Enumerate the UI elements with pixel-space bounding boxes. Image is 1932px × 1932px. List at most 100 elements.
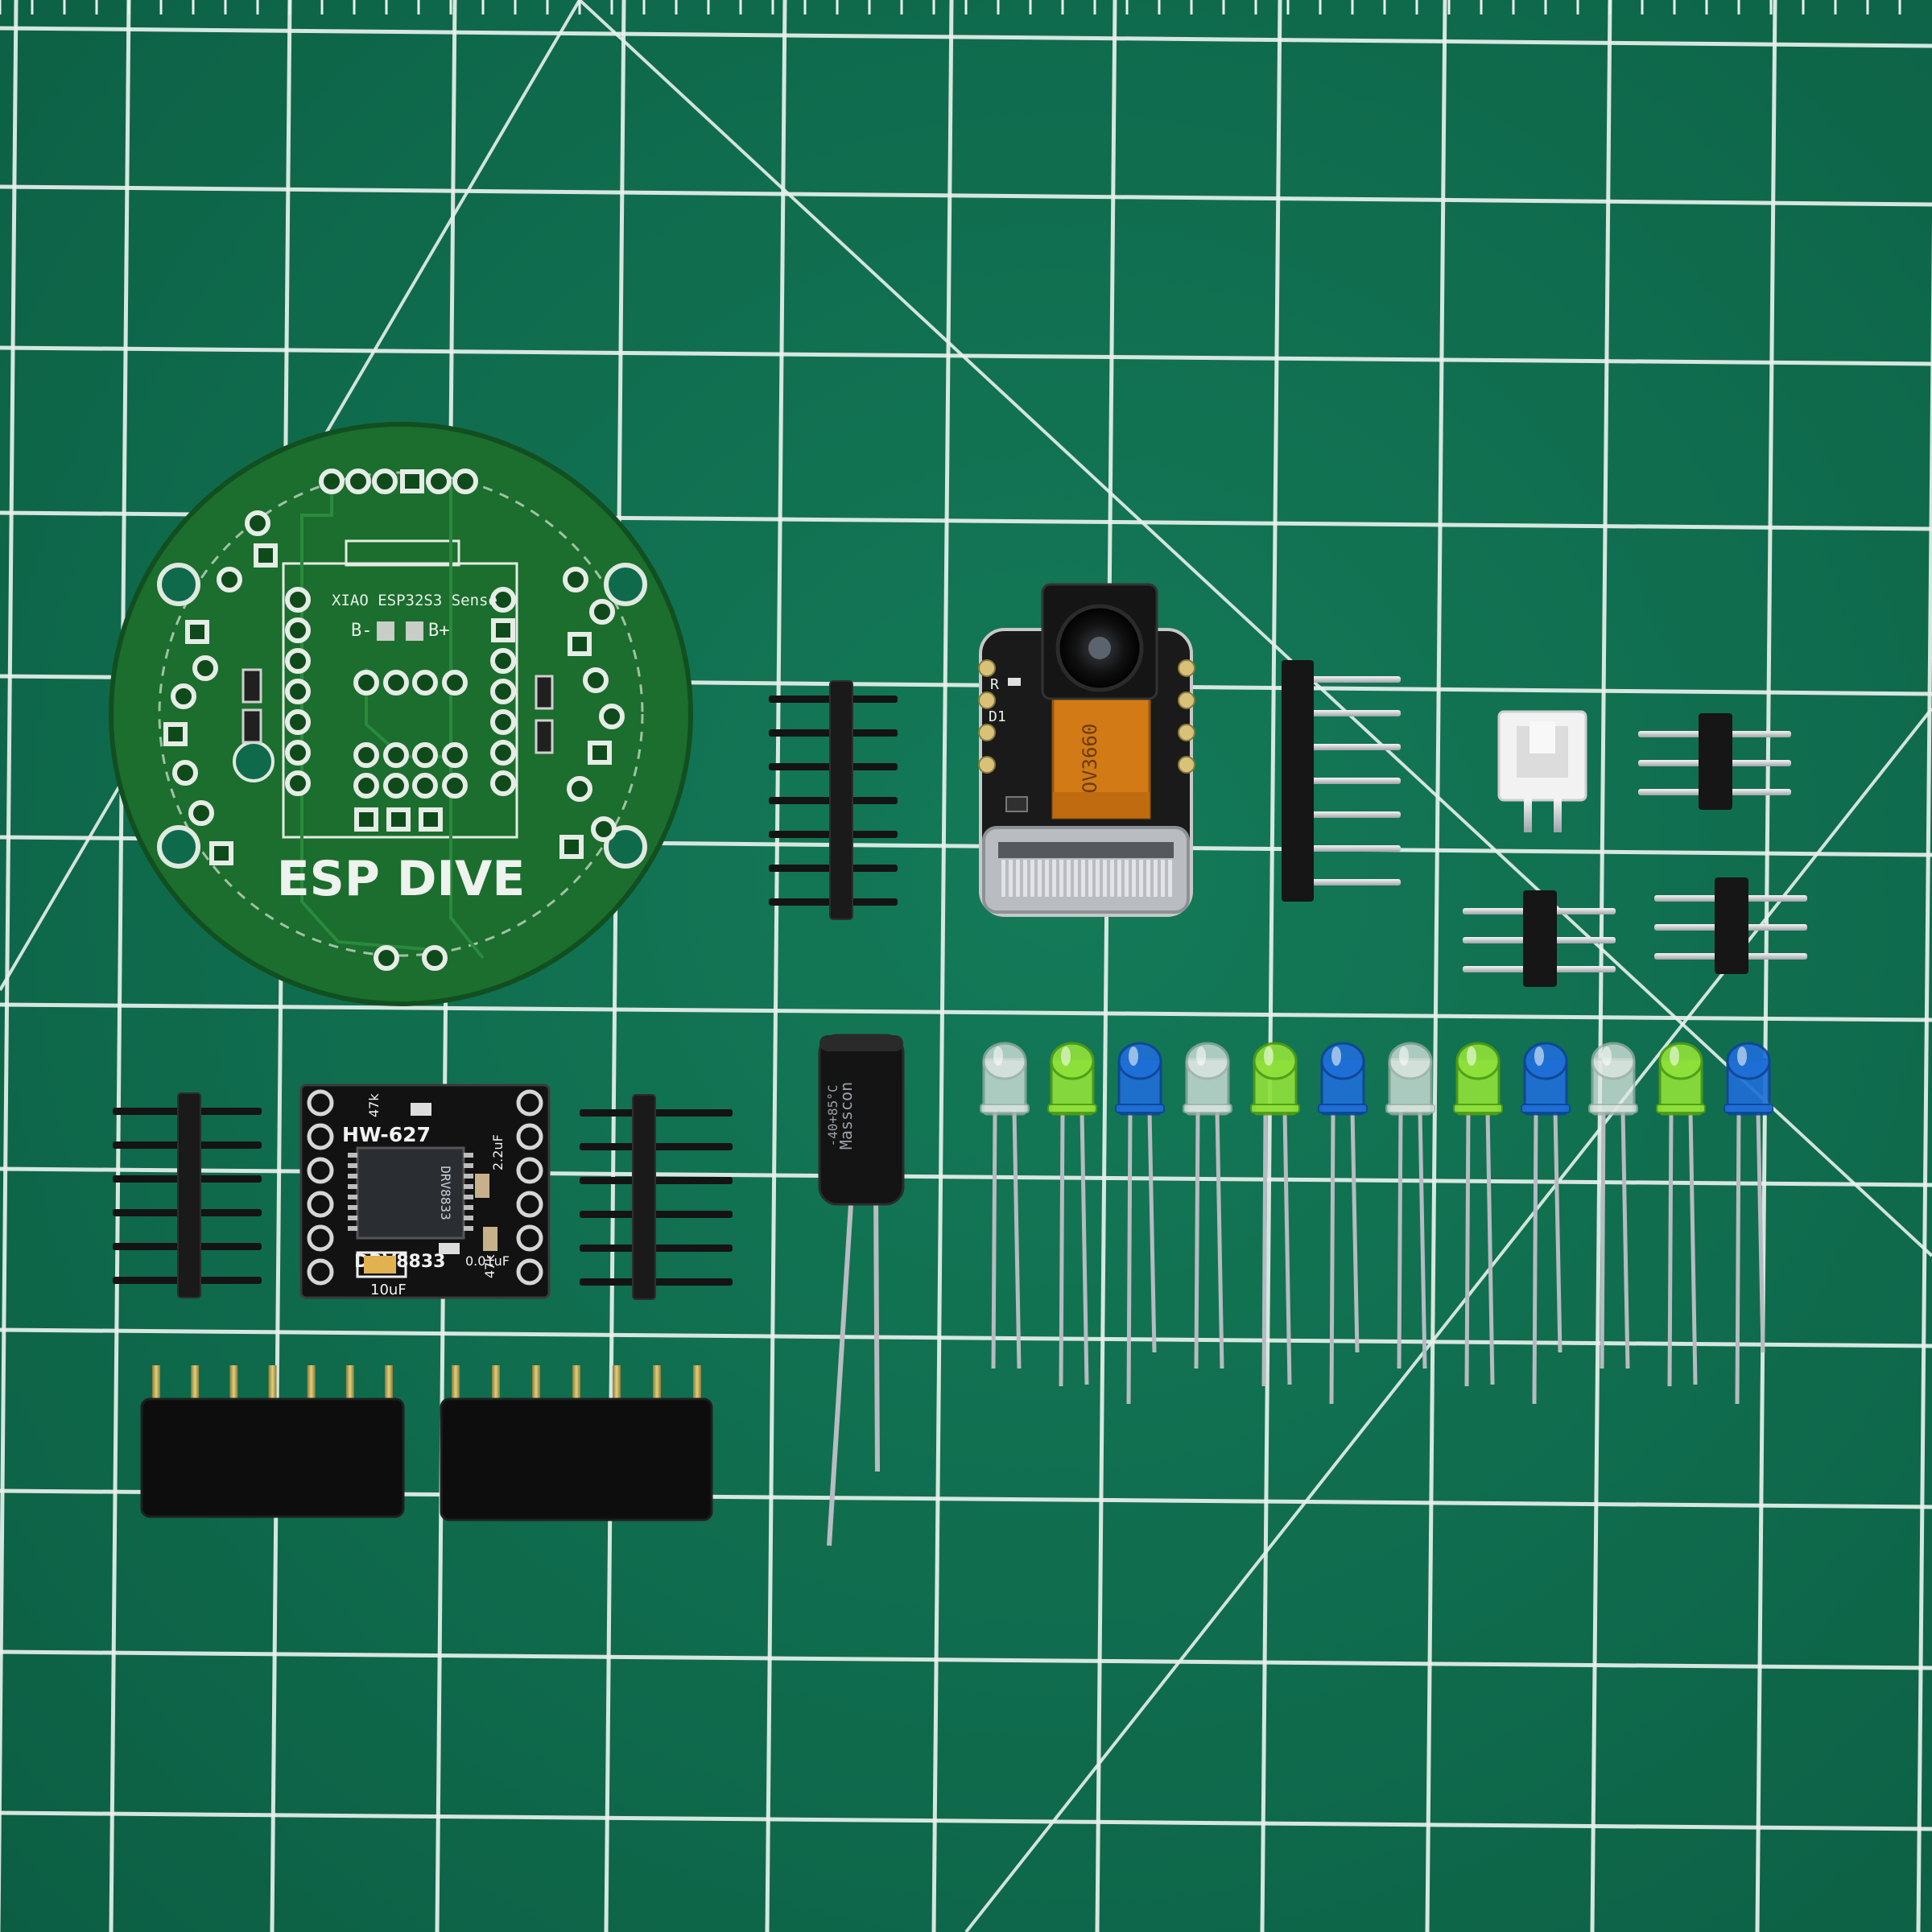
header-pin [1288,845,1401,852]
header-pin [653,1365,661,1406]
header-pin [1288,879,1401,886]
led-leg [1688,1110,1698,1385]
led-dome [1185,1042,1230,1080]
led-dome [1050,1042,1095,1080]
drv8833-motor-driver: HW-627 DRV8833 DRV8833 47k 2.2uF 0.01uF … [299,1084,551,1299]
pcb-pad [171,683,196,709]
driver-title: HW-627 [342,1123,431,1146]
fpc-pin [1088,860,1092,897]
chip-leg [348,1153,357,1158]
led-highlight [1534,1046,1544,1066]
led-flange [980,1104,1030,1113]
grid-line-vertical [109,0,131,1932]
header-pin [572,1365,580,1406]
led-leg [1418,1110,1427,1369]
led-flange [1656,1104,1706,1113]
fpc-pin [1168,860,1172,897]
header-body [829,680,853,920]
header-pin [1288,778,1401,784]
led-flange [1115,1104,1165,1113]
pcb-pads [163,469,625,971]
fpc-pin [1016,860,1020,897]
pcb-pad [568,632,592,656]
driver-pad [307,1123,334,1150]
mounting-hole [157,825,200,869]
pcb-pad [345,469,371,494]
pcb-pad [319,469,345,494]
fpc-pin [1074,860,1078,897]
grid-line-vertical [765,0,787,1932]
pcb-pad [383,742,409,768]
grid-diagonal [578,0,1932,1257]
pcb-pad [563,567,588,592]
pcb-pad [285,740,311,766]
led-clear [980,1042,1030,1369]
fpc-pin [1146,860,1150,897]
driver-pad [307,1224,334,1252]
capacitor-brand: Masscon [836,1082,856,1150]
chip-leg [464,1153,473,1158]
pcb-pad [245,510,270,536]
pcb-pad [285,587,311,613]
grid-line-vertical [1755,0,1777,1932]
grid-line-vertical [0,0,19,1932]
fpc-pin [1132,860,1136,897]
jst-connector [1497,710,1587,832]
chip-leg [464,1174,473,1179]
grid-line-vertical [931,0,954,1932]
electrolytic-capacitor: Masscon -40+85°C [818,1034,905,1546]
led-dome [1455,1042,1501,1080]
led-row [980,1042,1773,1405]
led-leg [1397,1110,1403,1369]
led-leg [1532,1110,1538,1405]
driver-pad [307,1089,334,1117]
grid-line-horizontal [0,1327,1932,1348]
header-pin [452,1365,460,1406]
header-body [440,1397,713,1521]
battery-minus-label: B- [351,621,373,641]
pcb-pad [490,648,516,674]
led-highlight [1061,1046,1071,1066]
pcb-pad [591,816,617,842]
chip-leg [348,1174,357,1179]
pcb-pad [491,618,515,642]
pcb-pad [217,567,242,592]
led-label-r: R [990,676,999,693]
header-body [140,1397,405,1518]
header-pin [1288,811,1401,818]
led-leg [1350,1110,1360,1353]
grid-line-vertical [1260,0,1282,1932]
header-body [1715,877,1748,974]
header-pin [1288,676,1401,683]
label-r-bottom: 47k [482,1254,497,1278]
led-highlight [1670,1046,1679,1066]
pcb-pad [442,742,468,768]
pcb-pad [353,670,379,696]
header-pin [532,1365,540,1406]
led-leg [1215,1110,1224,1369]
led-dome [1388,1042,1433,1080]
led-leg [1261,1110,1268,1387]
pcb-pad [374,945,399,971]
led-leg [1012,1110,1022,1369]
led-green [1453,1042,1503,1387]
fpc-pin [1038,860,1042,897]
pcb-pad [185,620,209,644]
driver-pad [516,1258,543,1286]
battery-plus-label: B+ [428,621,450,641]
led-highlight [993,1046,1003,1066]
led-green [1250,1042,1300,1387]
fpc-pin [1161,860,1165,897]
led-green [1656,1042,1706,1387]
pcb-pad [412,670,438,696]
xiao-camera-module: OV3660 R D1 [978,583,1195,917]
pcb-pad [589,599,615,625]
chip-leg [348,1226,357,1231]
pcb-pad [192,655,218,681]
led-leg [1735,1110,1741,1405]
header-pin [492,1365,500,1406]
led-leg [1553,1110,1563,1353]
pcb-pad [188,800,214,826]
